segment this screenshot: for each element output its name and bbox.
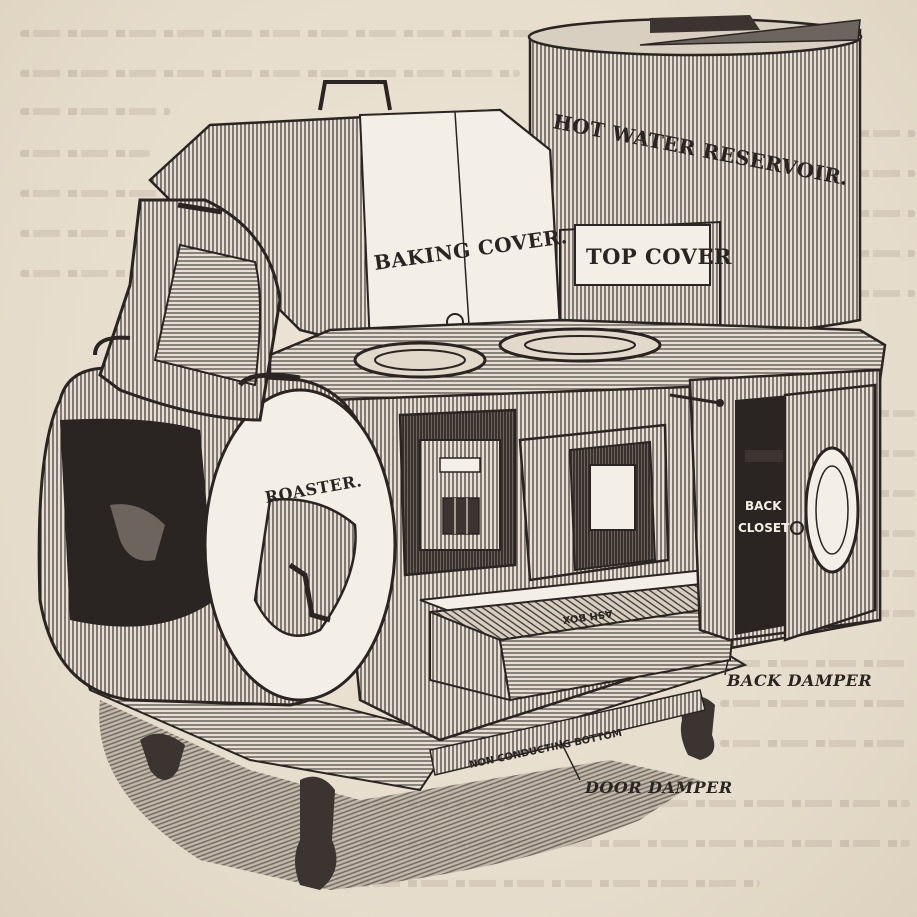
back-closet (688, 368, 882, 642)
roaster-lid (93, 198, 282, 422)
non-conducting-bottom-panel (429, 689, 706, 776)
back-damper-rod (669, 393, 721, 405)
top-cover-label: TOP COVER (586, 244, 732, 269)
oven-door (518, 423, 670, 582)
back-closet-label-line2: CLOSET (738, 521, 790, 535)
back-closet-label-line1: BACK (745, 499, 782, 513)
back-damper-label: BACK DAMPER (726, 671, 872, 690)
baking-cover (148, 80, 562, 347)
top-cover-panel (559, 220, 721, 342)
roaster-handle (237, 372, 301, 387)
ash-box-drawer (419, 568, 746, 702)
fire-door (398, 408, 517, 577)
door-damper-label: DOOR DAMPER (584, 778, 733, 797)
back-damper-callout-line (724, 659, 729, 676)
door-damper-callout-line (559, 739, 581, 781)
roaster-drum (37, 366, 397, 707)
floor-shadow (99, 700, 700, 890)
